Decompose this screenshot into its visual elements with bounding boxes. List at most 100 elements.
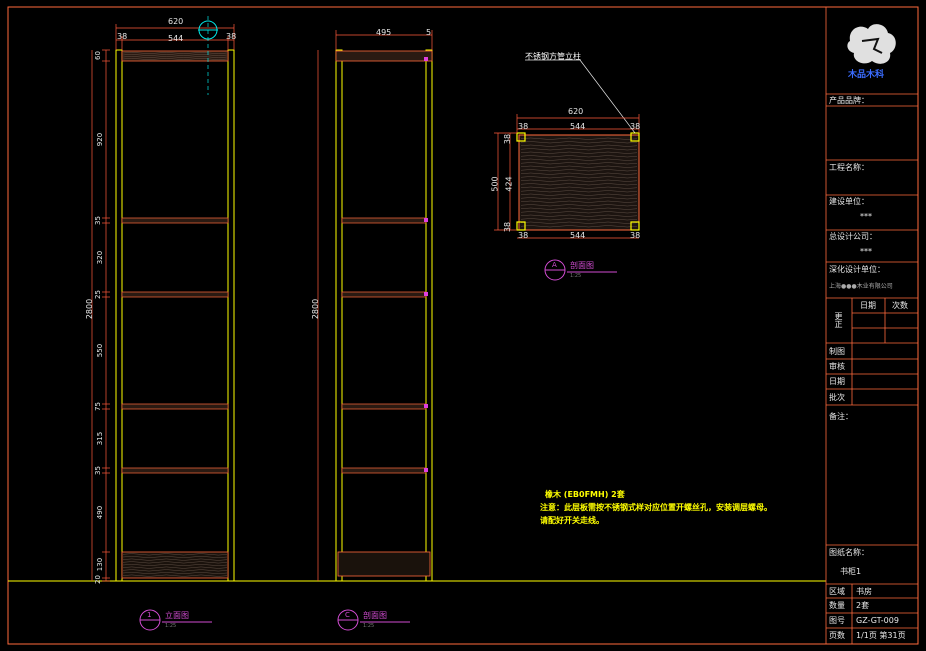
front-height-4: 320	[96, 250, 105, 264]
side-left-upright	[335, 49, 343, 582]
tb-times-col: 次数	[892, 301, 908, 310]
section-label-title: 剖面图	[570, 261, 594, 270]
section-post-br	[630, 221, 640, 231]
front-top-panel	[121, 50, 229, 62]
tb-approved: 批次	[829, 393, 845, 402]
front-inner-width: 544	[168, 34, 184, 43]
company-logo	[847, 24, 896, 64]
tb-no-val: GZ-GT-009	[856, 616, 899, 625]
section-bottom-width: 544	[570, 231, 586, 240]
tb-design-company: 总设计公司：	[829, 232, 877, 241]
front-height-2: 920	[96, 132, 105, 146]
side-bottom-plinth	[337, 551, 431, 577]
front-height-3: 35	[93, 215, 102, 225]
side-shelf-1	[341, 217, 427, 224]
front-label-title: 立面图	[165, 611, 189, 620]
front-total-height: 2800	[85, 298, 95, 320]
front-height-11: 130	[96, 557, 105, 572]
side-label-title: 剖面图	[363, 611, 387, 620]
front-label-num: 1	[147, 611, 152, 619]
side-top-panel	[335, 50, 433, 62]
section-label-num: A	[552, 261, 557, 269]
section-bottom-right: 38	[630, 231, 641, 240]
front-side-right: 38	[226, 32, 237, 41]
front-height-10: 490	[96, 505, 105, 519]
section-outer-height: 500	[490, 176, 500, 192]
tb-area-val: 书房	[856, 587, 872, 596]
tb-reviewed: 审核	[829, 362, 845, 371]
front-shelf-1	[121, 217, 229, 224]
front-height-12: 20	[93, 574, 102, 584]
front-height-5: 25	[93, 289, 102, 299]
front-shelf-2	[121, 291, 229, 298]
side-shelf-bracket-4	[424, 468, 428, 472]
note-leader	[579, 59, 636, 134]
tb-qty-val: 2套	[856, 601, 870, 610]
section-inner-width: 544	[570, 122, 586, 131]
side-shelf-bracket-3	[424, 404, 428, 408]
side-top-bracket	[424, 57, 428, 61]
front-shelf-3	[121, 403, 229, 410]
section-panel	[518, 134, 640, 231]
side-total-height: 2800	[311, 298, 321, 320]
tb-product-brand: 产品品牌：	[829, 96, 869, 105]
section-corner-top: 38	[503, 133, 513, 145]
tb-date: 日期	[829, 377, 845, 386]
tb-deepen-unit: 深化设计单位：	[829, 265, 885, 274]
front-side-left: 38	[117, 32, 128, 41]
front-elevation	[115, 49, 235, 582]
front-height-8: 315	[96, 431, 105, 445]
front-right-upright	[227, 49, 235, 582]
section-label-scale: 1:25	[570, 273, 582, 279]
tb-build-unit: 建设单位：	[829, 197, 869, 206]
front-shelf-4	[121, 467, 229, 474]
tb-area-label: 区域	[829, 587, 845, 596]
drawing-frame	[7, 6, 919, 645]
tb-build-unit-val: ***	[860, 212, 872, 221]
side-shelf-bracket-1	[424, 218, 428, 222]
side-top-width: 495	[376, 28, 392, 37]
tb-qty-label: 数量	[829, 601, 845, 610]
dimension-lines	[91, 24, 640, 581]
tb-date-col: 日期	[860, 301, 876, 310]
front-left-upright	[115, 49, 123, 582]
side-shelf-bracket-2	[424, 292, 428, 296]
side-top-small: 5	[426, 28, 432, 37]
tb-project-name: 工程名称：	[829, 163, 869, 172]
front-height-1: 60	[93, 50, 102, 60]
tb-drawing-name: 图纸名称：	[829, 548, 869, 557]
tb-page-val: 1/1页 第31页	[856, 631, 906, 640]
tb-drawing-name-val: 书柜1	[840, 567, 862, 576]
side-right-upright	[425, 49, 433, 582]
section-side-right: 38	[630, 122, 641, 131]
side-shelf-2	[341, 291, 427, 298]
note-line-1: 橡木 (EB0FMH) 2套	[545, 490, 625, 499]
side-label-num: C	[345, 611, 350, 619]
front-height-9: 35	[93, 465, 102, 475]
side-shelf-4	[341, 467, 427, 474]
section-top-width: 620	[568, 107, 584, 116]
section-bottom-left: 38	[518, 231, 529, 240]
front-height-6: 550	[96, 343, 105, 357]
section-inner-height: 424	[504, 176, 514, 192]
title-block-frame	[825, 7, 918, 644]
tb-deepen-unit-val: 上海●●●木业有限公司	[829, 283, 893, 290]
front-top-width: 620	[168, 17, 184, 26]
tb-design-company-val: ***	[860, 247, 872, 256]
logo-text: 木品木科	[848, 70, 885, 80]
section-corner-bottom: 38	[503, 221, 513, 233]
centre-marker	[198, 16, 218, 95]
side-shelf-3	[341, 403, 427, 410]
section-post-bl	[516, 221, 526, 231]
front-height-7: 75	[93, 401, 102, 411]
section-side-left: 38	[518, 122, 529, 131]
tb-made-by: 制图	[829, 347, 845, 356]
tb-page-label: 页数	[829, 631, 845, 640]
section-post-tl	[516, 132, 526, 142]
side-label-scale: 1:25	[363, 623, 375, 629]
tb-no-label: 图号	[829, 616, 845, 625]
note-line-2: 注意：此层板需按不锈钢式样对应位置开螺丝孔，安装调层螺母。	[540, 503, 772, 512]
side-elevation	[335, 49, 433, 582]
front-label-scale: 1:25	[165, 623, 177, 629]
